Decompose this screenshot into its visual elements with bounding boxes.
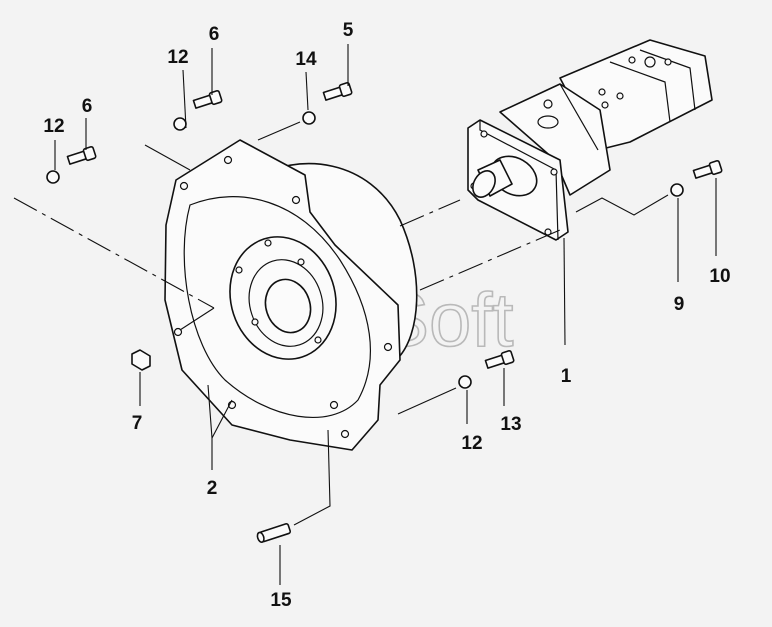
callout-12-left: 12 — [43, 116, 64, 137]
callout-6-left: 6 — [82, 96, 93, 117]
callout-2: 2 — [207, 478, 218, 499]
bolt-5 — [322, 81, 353, 101]
bolt-13 — [484, 349, 515, 369]
callout-15: 15 — [270, 590, 292, 611]
adapter-housing — [164, 139, 418, 451]
washer-12-left — [46, 170, 60, 184]
bolt-6-left — [66, 145, 97, 165]
callout-13: 13 — [500, 414, 521, 435]
callout-5: 5 — [343, 20, 354, 41]
callout-12-lower: 12 — [461, 433, 482, 454]
callout-1: 1 — [561, 366, 572, 387]
callout-9: 9 — [674, 294, 685, 315]
port-hole — [601, 101, 609, 109]
port-opening — [644, 56, 656, 68]
washer-14 — [302, 111, 316, 125]
port-hole — [628, 56, 636, 64]
callout-7: 7 — [132, 413, 143, 434]
callout-14: 14 — [295, 49, 317, 70]
flange-hole — [383, 342, 393, 352]
flange-hole — [179, 181, 189, 191]
flange-hole — [550, 168, 558, 176]
hub-hole — [297, 258, 305, 266]
callout-6-upper: 6 — [209, 24, 220, 45]
hub-hole — [314, 336, 322, 344]
flange-hole — [173, 327, 183, 337]
flange-hole — [291, 195, 301, 205]
pin-15 — [256, 523, 292, 543]
flange-hole — [340, 429, 350, 439]
port-hole — [543, 99, 553, 109]
gear-pump — [467, 39, 713, 241]
hub-hole — [251, 318, 259, 326]
flange-hole — [480, 130, 488, 138]
bolt-10 — [692, 159, 723, 179]
bolt-6-upper — [192, 89, 223, 109]
washer-9 — [670, 183, 684, 197]
port-hole — [598, 88, 606, 96]
nut-7 — [131, 349, 151, 371]
port-hole — [616, 92, 624, 100]
washer-12-lower — [458, 375, 472, 389]
callout-12-upper: 12 — [167, 47, 188, 68]
callout-10: 10 — [709, 266, 730, 287]
flange-hole — [223, 155, 233, 165]
port-hole — [664, 58, 672, 66]
hub-hole — [264, 239, 272, 247]
washer-12-upper — [173, 117, 187, 131]
hub-hole — [235, 266, 243, 274]
port-opening — [537, 115, 559, 129]
flange-hole — [329, 400, 339, 410]
